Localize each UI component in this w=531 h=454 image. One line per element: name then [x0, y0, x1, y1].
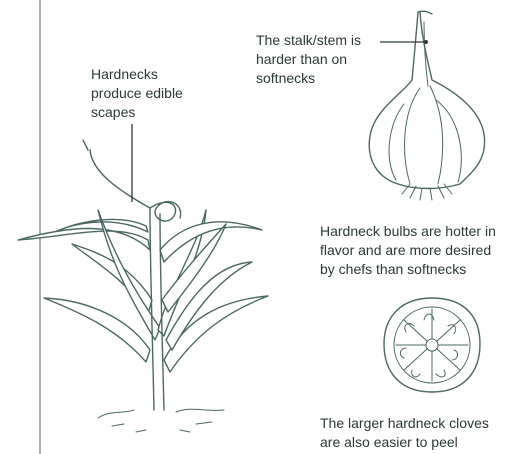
scape-stalk [90, 150, 150, 208]
flavor-label-line: flavor and are more desired [320, 241, 496, 260]
flavor-label-line: by chefs than softnecks [320, 260, 496, 279]
leaf [18, 229, 150, 251]
cloves-label: The larger hardneck cloves are also easi… [320, 414, 489, 452]
stalk-pointer-dot [424, 40, 428, 44]
soil [98, 409, 224, 432]
scapes-label-line: scapes [91, 103, 183, 122]
core [426, 339, 438, 351]
hardneck-plant-drawing [18, 140, 268, 432]
stalk-label-line: The stalk/stem is [256, 31, 361, 50]
scapes-label-line: Hardnecks [91, 65, 183, 84]
cloves-label-line: are also easier to peel [320, 433, 489, 452]
scapes-label: Hardnecks produce edible scapes [91, 65, 183, 122]
cloves-label-line: The larger hardneck cloves [320, 414, 489, 433]
stalk-label-line: softnecks [256, 69, 361, 88]
stalk-label: The stalk/stem is harder than on softnec… [256, 31, 361, 88]
bulb-cross-section-drawing [384, 298, 480, 392]
clove-dividers [396, 309, 468, 381]
scape-curl [150, 202, 181, 221]
garlic-bulb-drawing [369, 11, 484, 200]
flavor-label: Hardneck bulbs are hotter in flavor and … [320, 222, 496, 279]
flavor-label-line: Hardneck bulbs are hotter in [320, 222, 496, 241]
scape-tip [83, 140, 88, 150]
plant-stem [150, 208, 154, 410]
scapes-label-line: produce edible [91, 84, 183, 103]
bulb-outline [369, 12, 484, 189]
stalk-label-line: harder than on [256, 50, 361, 69]
leaf [44, 298, 150, 362]
